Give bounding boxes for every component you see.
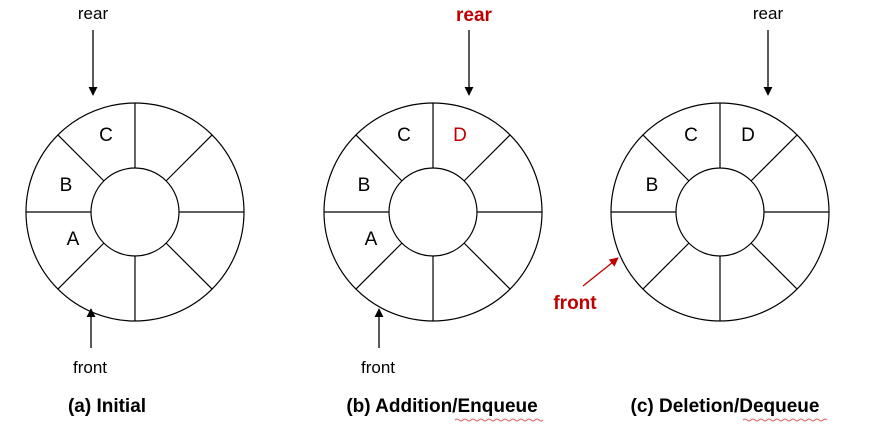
cell-divider — [642, 242, 690, 290]
cell-label: C — [684, 125, 698, 146]
cell-divider — [57, 242, 105, 290]
spellcheck-squiggle — [742, 418, 828, 422]
rear-label: rear — [78, 4, 109, 23]
cell-label: B — [646, 175, 659, 196]
cell-label: D — [741, 125, 755, 146]
front-label: front — [73, 358, 107, 377]
cell-label: C — [99, 125, 113, 146]
rear-label: rear — [753, 4, 784, 23]
diagram-initial: C B A rear front (a) Initial — [25, 4, 245, 417]
front-label: front — [553, 293, 597, 314]
cell-divider — [463, 242, 511, 290]
ring — [323, 102, 543, 322]
front-arrow — [582, 257, 619, 287]
cell-divider — [463, 134, 511, 182]
front-label: front — [361, 358, 395, 377]
caption: (c) Deletion/Dequeue — [631, 396, 820, 417]
diagram-enqueue: C D B A rear front (b) Addition/Enqueue — [323, 5, 544, 422]
cell-divider — [165, 134, 213, 182]
inner-circle — [388, 167, 478, 257]
cell-label: A — [67, 229, 80, 250]
cell-label: C — [397, 125, 411, 146]
cell-divider — [57, 134, 105, 182]
cell-divider — [642, 134, 690, 182]
spellcheck-squiggle — [454, 418, 544, 422]
inner-circle — [675, 167, 765, 257]
cell-divider — [355, 134, 403, 182]
cell-divider — [750, 134, 798, 182]
cell-label: B — [60, 175, 73, 196]
cell-divider — [165, 242, 213, 290]
inner-circle — [90, 167, 180, 257]
ring — [25, 102, 245, 322]
cell-divider — [355, 242, 403, 290]
ring — [610, 102, 830, 322]
cell-label-new: D — [453, 125, 467, 146]
rear-label: rear — [456, 5, 493, 26]
diagram-dequeue: C D B rear front (c) Deletion/Dequeue — [553, 4, 830, 422]
cell-label: B — [358, 175, 371, 196]
caption: (a) Initial — [68, 396, 146, 417]
caption: (b) Addition/Enqueue — [346, 396, 537, 417]
cell-divider — [750, 242, 798, 290]
cell-label: A — [365, 229, 378, 250]
